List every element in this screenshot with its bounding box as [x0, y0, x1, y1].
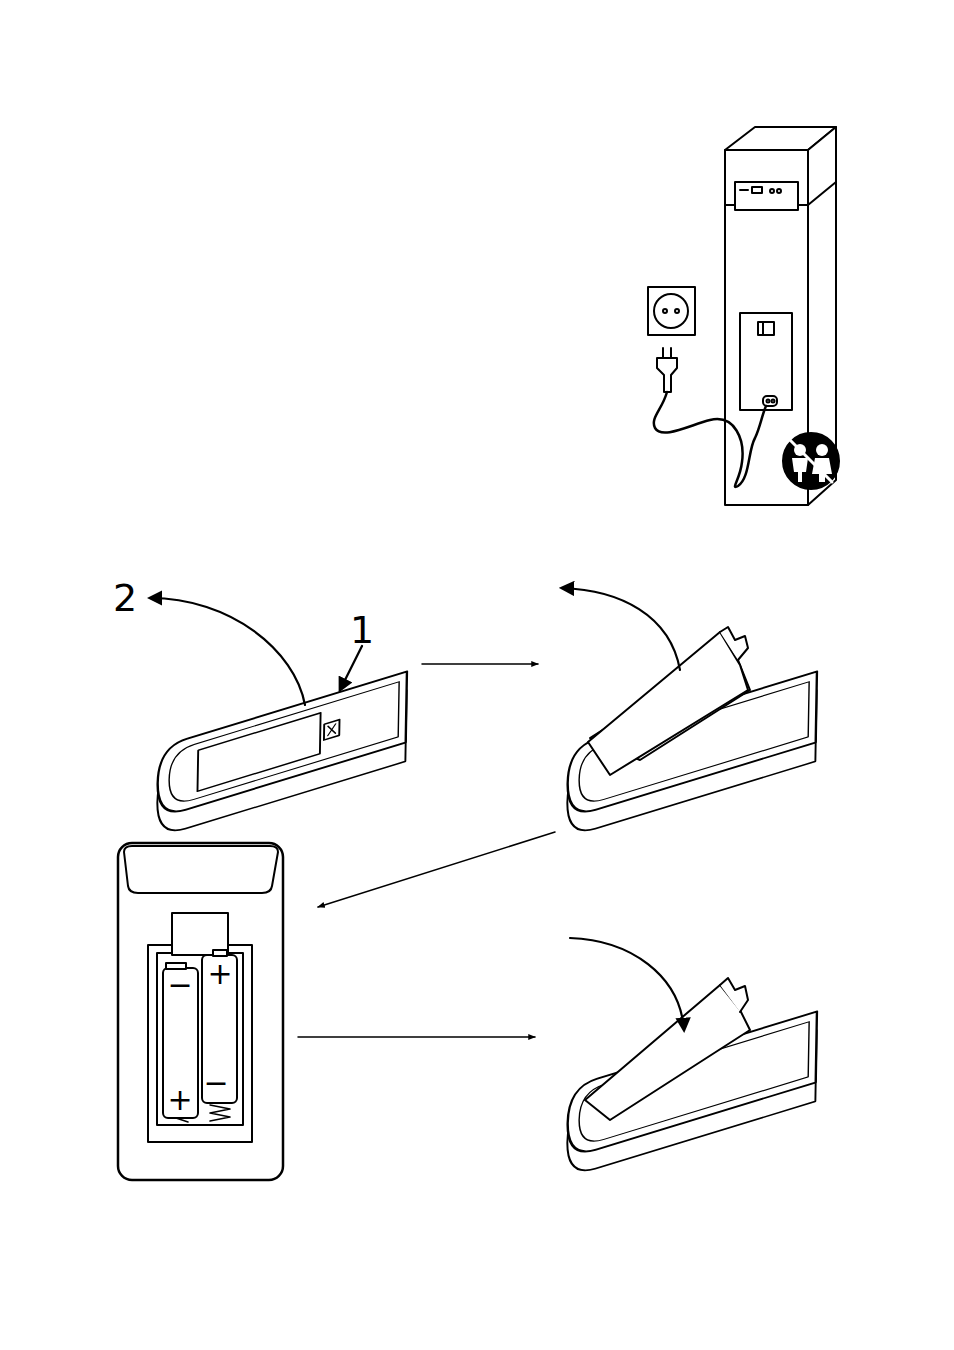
child-warning-icon: [783, 433, 839, 489]
remote-closed: [157, 672, 407, 838]
polarity-mark: −: [203, 1068, 228, 1098]
remote-top-view: [118, 843, 283, 1180]
socket: [648, 287, 766, 487]
polarity-mark: +: [207, 959, 232, 989]
step-number: 2: [113, 579, 137, 617]
polarity-mark: +: [167, 1085, 192, 1115]
callout-number: 1: [350, 611, 374, 649]
polarity-mark: −: [167, 970, 192, 1000]
